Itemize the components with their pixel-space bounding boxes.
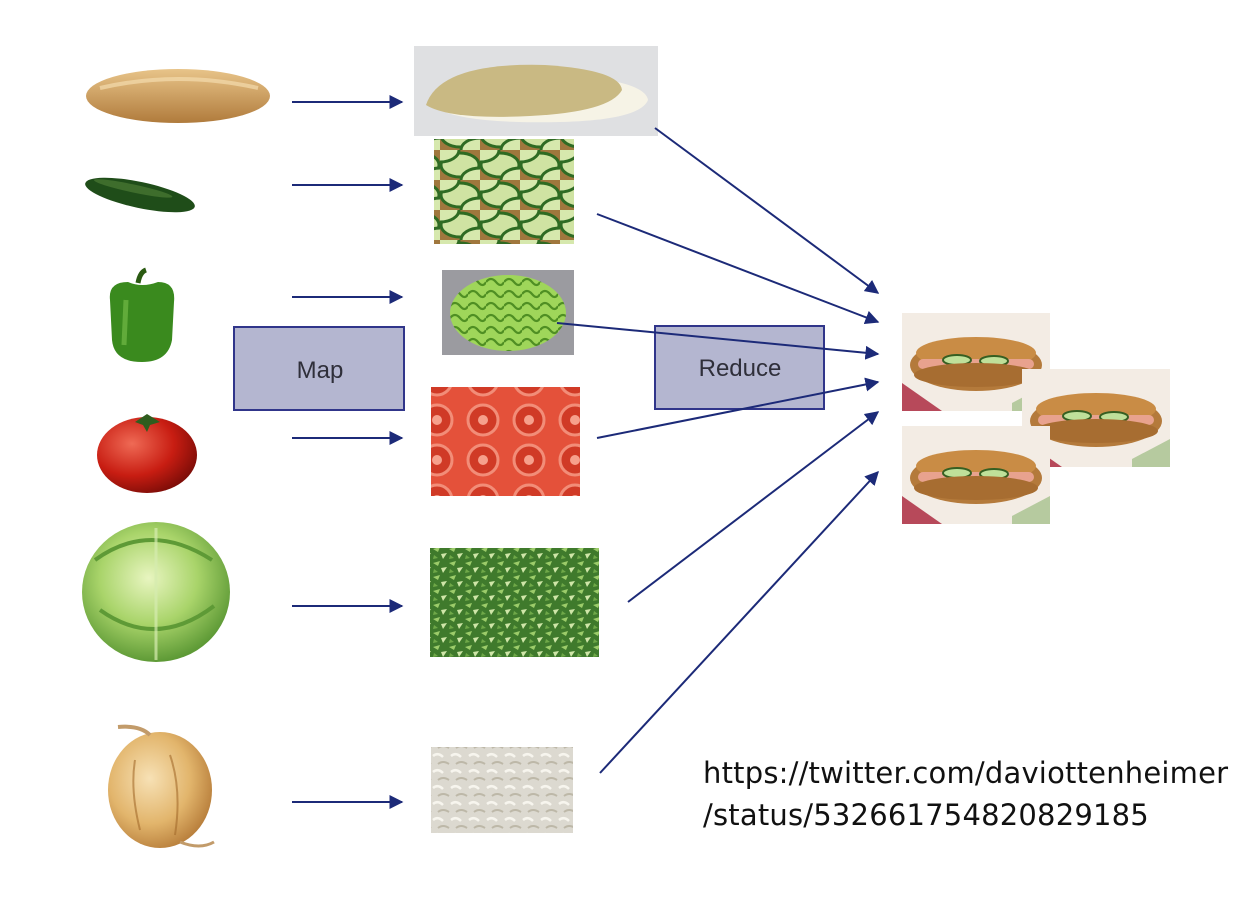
reduce-arrow-pepper [556,322,880,360]
reduce-box: Reduce [654,325,825,410]
reduce-label: Reduce [699,355,782,382]
cucumber-raw [85,177,195,213]
sandwiches-output [901,312,1171,525]
reduce-arrows [556,127,880,774]
cucumber-sliced [434,139,574,244]
bread-raw [86,69,270,123]
reduce-arrow-cucumber [596,213,880,325]
green-pepper-raw [109,267,175,362]
reduce-arrow-onion [599,470,879,774]
sandwich-3 [901,425,1051,525]
green-pepper-sliced [442,270,574,355]
bread-sliced [414,46,658,136]
source-caption: https://twitter.com/daviottenheimer /sta… [703,752,1243,836]
lettuce-shredded [430,548,599,657]
onion-raw [108,724,215,848]
tomato-raw [97,414,197,493]
map-label: Map [297,357,344,384]
caption-line-1: https://twitter.com/daviottenheimer [703,756,1229,790]
reduce-arrow-lettuce [627,411,880,603]
lettuce-raw [82,522,230,662]
tomato-sliced [431,387,580,496]
caption-line-2: /status/532661754820829185 [703,798,1149,832]
map-arrows [292,95,404,809]
reduce-arrow-bread [654,127,880,294]
map-box: Map [233,326,405,411]
onion-chopped [431,747,573,833]
reduce-arrow-tomato [596,377,880,439]
